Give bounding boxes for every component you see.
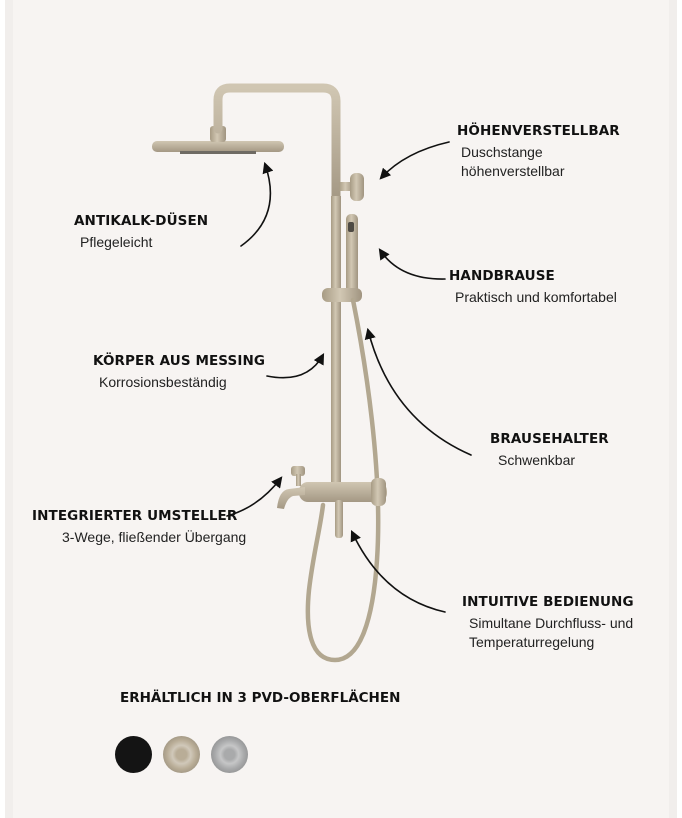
feature-title: ANTIKALK-DÜSEN: [74, 213, 209, 229]
riser-rail: [331, 196, 341, 488]
feature-description-line: Korrosionsbeständig: [99, 374, 227, 390]
swatch-brushed-brass[interactable]: [163, 736, 200, 773]
shower-arm: [213, 83, 341, 205]
shower-hose: [305, 297, 381, 663]
finish-swatches: [115, 736, 248, 773]
arrow-umsteller: [226, 476, 283, 517]
feature-description-line: 3-Wege, fließender Übergang: [62, 529, 247, 545]
feature-title: BRAUSEHALTER: [490, 431, 609, 447]
feature-brausehalter: BRAUSEHALTER Schwenkbar: [490, 431, 609, 470]
feature-description-line: Simultane Durchfluss- und: [469, 615, 634, 631]
feature-description: Korrosionsbeständig: [99, 373, 265, 392]
feature-description: 3-Wege, fließender Übergang: [62, 528, 246, 547]
feature-description-line: Temperaturregelung: [469, 634, 595, 650]
arrow-handbrause: [378, 248, 446, 280]
feature-umsteller: INTEGRIERTER UMSTELLER 3-Wege, fließende…: [32, 508, 246, 547]
feature-description-line: höhenverstellbar: [461, 163, 565, 179]
product-infographic: HÖHENVERSTELLBAR Duschstange höhenverste…: [5, 0, 677, 818]
feature-description: Duschstange höhenverstellbar: [461, 143, 620, 181]
feature-hoehenverstellbar: HÖHENVERSTELLBAR Duschstange höhenverste…: [457, 123, 620, 181]
hand-shower: [346, 214, 358, 294]
feature-title: INTEGRIERTER UMSTELLER: [32, 508, 238, 524]
feature-description: Schwenkbar: [498, 451, 609, 470]
arrow-messing: [266, 353, 325, 379]
feature-description: Praktisch und komfortabel: [455, 288, 617, 307]
arrow-antikalk: [240, 161, 274, 247]
feature-title: HANDBRAUSE: [449, 268, 555, 284]
feature-title: KÖRPER AUS MESSING: [93, 353, 266, 369]
swatch-brushed-steel[interactable]: [211, 736, 248, 773]
feature-messing: KÖRPER AUS MESSING Korrosionsbeständig: [93, 353, 265, 392]
arrow-brausehalter: [364, 327, 472, 456]
feature-bedienung: INTUITIVE BEDIENUNG Simultane Durchfluss…: [462, 594, 634, 652]
wall-bracket: [339, 173, 364, 201]
feature-description: Simultane Durchfluss- und Temperaturrege…: [469, 614, 634, 652]
shower-system-illustration: [152, 83, 472, 663]
feature-handbrause: HANDBRAUSE Praktisch und komfortabel: [449, 268, 617, 307]
annotation-arrows: [226, 141, 472, 613]
thermostat-mixer: [277, 466, 387, 538]
page-edge-left: [5, 0, 13, 818]
swatch-black[interactable]: [115, 736, 152, 773]
feature-antikalk: ANTIKALK-DÜSEN Pflegeleicht: [74, 213, 208, 252]
feature-description: Pflegeleicht: [80, 233, 208, 252]
feature-title: HÖHENVERSTELLBAR: [457, 123, 620, 139]
finishes-title: ERHÄLTLICH IN 3 PVD-OBERFLÄCHEN: [120, 690, 401, 706]
page-edge-right: [669, 0, 677, 818]
shower-holder: [322, 288, 362, 302]
feature-description-line: Schwenkbar: [498, 452, 576, 468]
feature-description-line: Duschstange: [461, 144, 543, 160]
feature-description-line: Pflegeleicht: [80, 234, 153, 250]
arrow-hoehenverstellbar: [379, 141, 450, 180]
feature-title: INTUITIVE BEDIENUNG: [462, 594, 634, 610]
arrow-bedienung: [350, 529, 446, 613]
feature-description-line: Praktisch und komfortabel: [455, 289, 617, 305]
